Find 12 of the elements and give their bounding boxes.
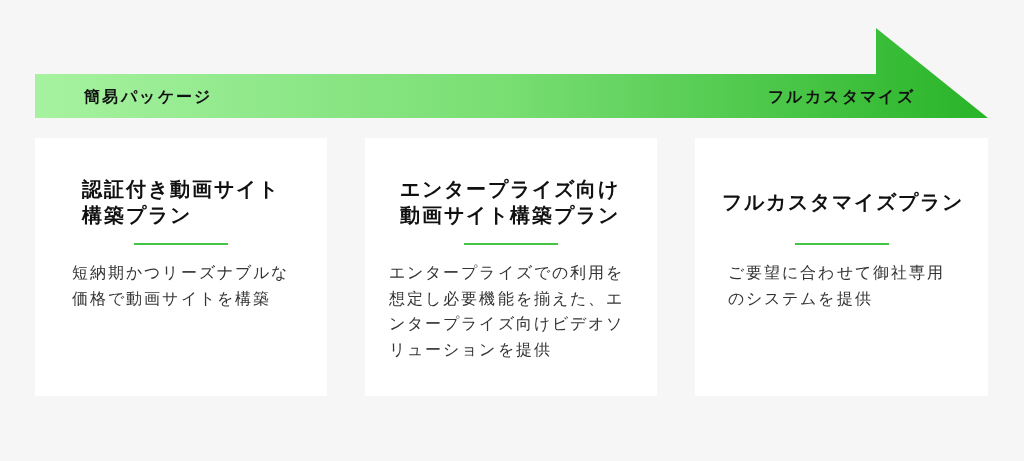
card-description: 短納期かつリーズナブルな価格で動画サイトを構築 bbox=[72, 262, 291, 310]
plan-card bbox=[365, 138, 657, 396]
card-description: エンタープライズでの利用を想定し必要機能を揃えた、エンタープライズ向けビデオソリューションを提供 bbox=[389, 262, 626, 361]
gradient-arrow bbox=[35, 28, 988, 118]
plan-card bbox=[35, 138, 327, 396]
arrow-label: 簡易パッケージ bbox=[84, 86, 213, 108]
card-heading: フルカスタマイズプラン bbox=[722, 189, 964, 215]
card-description: ご要望に合わせて御社専用のシステムを提供 bbox=[728, 262, 947, 310]
card-heading: 認証付き動画サイト構築プラン bbox=[82, 176, 281, 228]
plan-card bbox=[695, 138, 988, 396]
arrow-label: フルカスタマイズ bbox=[768, 86, 916, 108]
card-heading: エンタープライズ向け動画サイト構築プラン bbox=[400, 176, 621, 228]
